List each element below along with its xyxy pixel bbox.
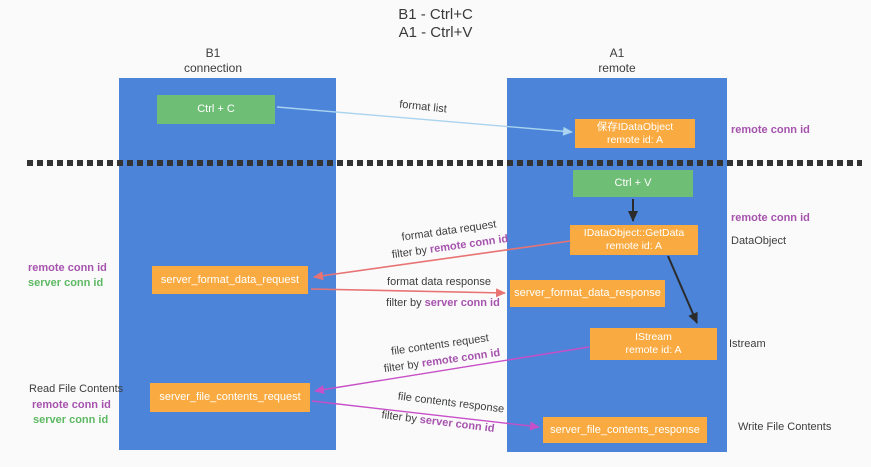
node-istream-line1: IStream: [635, 331, 672, 343]
right-label-write-file-contents: Write File Contents: [738, 421, 832, 433]
node-save-idataobject-line1: 保存IDataObject: [596, 120, 674, 133]
b1-column-header: B1 connection: [133, 46, 293, 76]
a1-column-subtitle: remote: [598, 61, 636, 75]
right-label-dataobject: DataObject: [731, 235, 787, 247]
label-format-data-response: format data response: [387, 276, 491, 288]
a1-column-title: A1: [609, 46, 625, 60]
node-ctrl-c-label: Ctrl + C: [197, 103, 235, 115]
node-server-format-data-response-label: server_format_data_response: [514, 287, 661, 299]
arrow-format-data-response: [310, 288, 506, 298]
node-idataobject-getdata-line2: remote id: A: [605, 240, 663, 252]
left-label-server-conn-id-file: server conn id: [33, 414, 109, 426]
node-server-file-contents-request-label: server_file_contents_request: [159, 391, 301, 403]
label-file-contents-response-text: file contents response: [397, 390, 505, 416]
left-label-remote-conn-id-format: remote conn id: [28, 262, 107, 274]
node-istream: IStream remote id: A: [590, 328, 717, 360]
node-idataobject-getdata-line1: IDataObject::GetData: [583, 227, 685, 239]
node-ctrl-v: Ctrl + V: [573, 170, 693, 197]
right-label-istream: Istream: [729, 338, 766, 350]
filter-by-text: filter by: [380, 409, 418, 426]
title-line-1: B1 - Ctrl+C: [398, 6, 473, 23]
left-label-remote-conn-id-file: remote conn id: [32, 399, 111, 411]
label-format-data-response-text: format data response: [387, 276, 491, 288]
right-label-remote-conn-id-mid: remote conn id: [731, 212, 810, 224]
a1-column-header: A1 remote: [537, 46, 697, 76]
right-label-remote-conn-id-top: remote conn id: [731, 124, 810, 136]
server-conn-id-text: server conn id: [419, 413, 496, 435]
filter-by-text: filter by: [386, 297, 422, 309]
b1-column-title: B1: [205, 46, 221, 60]
server-conn-id-text: server conn id: [424, 297, 500, 309]
node-server-format-data-request-label: server_format_data_request: [160, 273, 300, 286]
node-server-format-data-response: server_format_data_response: [510, 280, 665, 307]
title-line-2: A1 - Ctrl+V: [398, 24, 473, 41]
node-ctrl-c: Ctrl + C: [157, 95, 275, 124]
node-server-file-contents-response-label: server_file_contents_response: [550, 423, 700, 436]
diagram-title: B1 - Ctrl+C A1 - Ctrl+V: [0, 6, 871, 42]
label-file-contents-response: file contents response: [397, 391, 505, 416]
label-format-list-text: format list: [398, 98, 448, 116]
node-ctrl-v-label: Ctrl + V: [614, 177, 652, 189]
left-label-read-file-contents: Read File Contents: [29, 383, 124, 395]
node-istream-line2: remote id: A: [625, 344, 682, 356]
node-save-idataobject-line2: remote id: A: [606, 133, 664, 146]
left-label-server-conn-id-format: server conn id: [28, 277, 104, 289]
filter-by-text: filter by: [391, 244, 428, 262]
node-server-file-contents-request: server_file_contents_request: [150, 383, 310, 412]
node-server-file-contents-response: server_file_contents_response: [543, 417, 707, 443]
node-server-format-data-request: server_format_data_request: [152, 266, 308, 294]
label-format-list: format list: [399, 99, 448, 116]
copy-paste-divider-dashed-line: [27, 160, 862, 166]
node-idataobject-getdata: IDataObject::GetData remote id: A: [570, 225, 698, 255]
b1-column-subtitle: connection: [183, 61, 243, 75]
node-save-idataobject: 保存IDataObject remote id: A: [575, 119, 695, 148]
filter-by-text: filter by: [383, 358, 420, 376]
